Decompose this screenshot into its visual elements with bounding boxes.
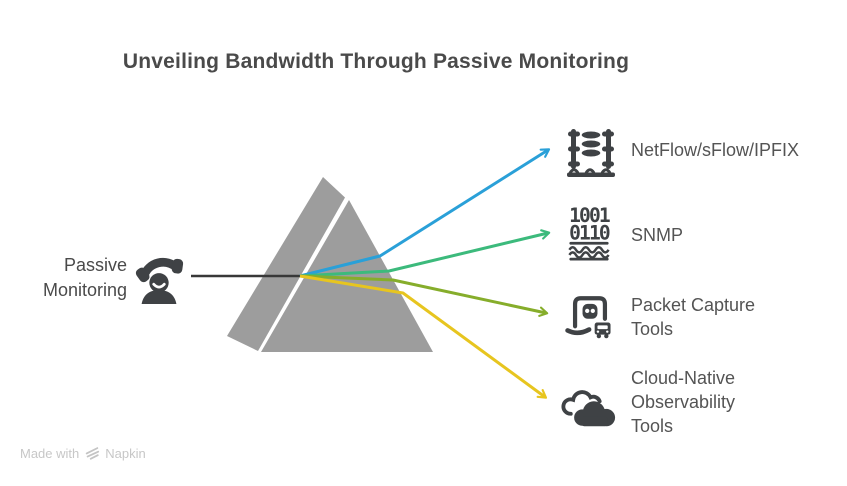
arrow-netflow (299, 148, 551, 278)
binary-stream-icon: 1001 0110 (568, 204, 612, 261)
passive-monitoring-label: Passive Monitoring (42, 255, 127, 300)
cloud-native-label: Cloud-Native Observability Tools (631, 368, 736, 436)
support-person-icon (135, 257, 184, 305)
flow-database-icon (567, 129, 615, 177)
cloud-icon (561, 390, 616, 427)
binary-row-1: 1001 (569, 204, 610, 227)
made-with-text: Made with (20, 445, 80, 461)
binary-row-2: 0110 (569, 222, 610, 245)
packet-capture-label: Packet Capture Tools (631, 295, 756, 339)
snmp-label: SNMP (631, 225, 684, 245)
arrow-packet-capture (299, 274, 549, 317)
netflow-label: NetFlow/sFlow/IPFIX (631, 140, 800, 160)
prism-left-slice (227, 177, 345, 351)
made-with-napkin: Made with Napkin (20, 445, 146, 461)
prism-body (261, 200, 433, 352)
napkin-logo-icon (86, 447, 100, 460)
packet-capture-icon (565, 296, 611, 339)
arrow-snmp (299, 229, 551, 278)
arrow-cloud-native (299, 274, 548, 399)
brand-text: Napkin (105, 445, 146, 461)
page-title: Unveiling Bandwidth Through Passive Moni… (122, 50, 630, 73)
